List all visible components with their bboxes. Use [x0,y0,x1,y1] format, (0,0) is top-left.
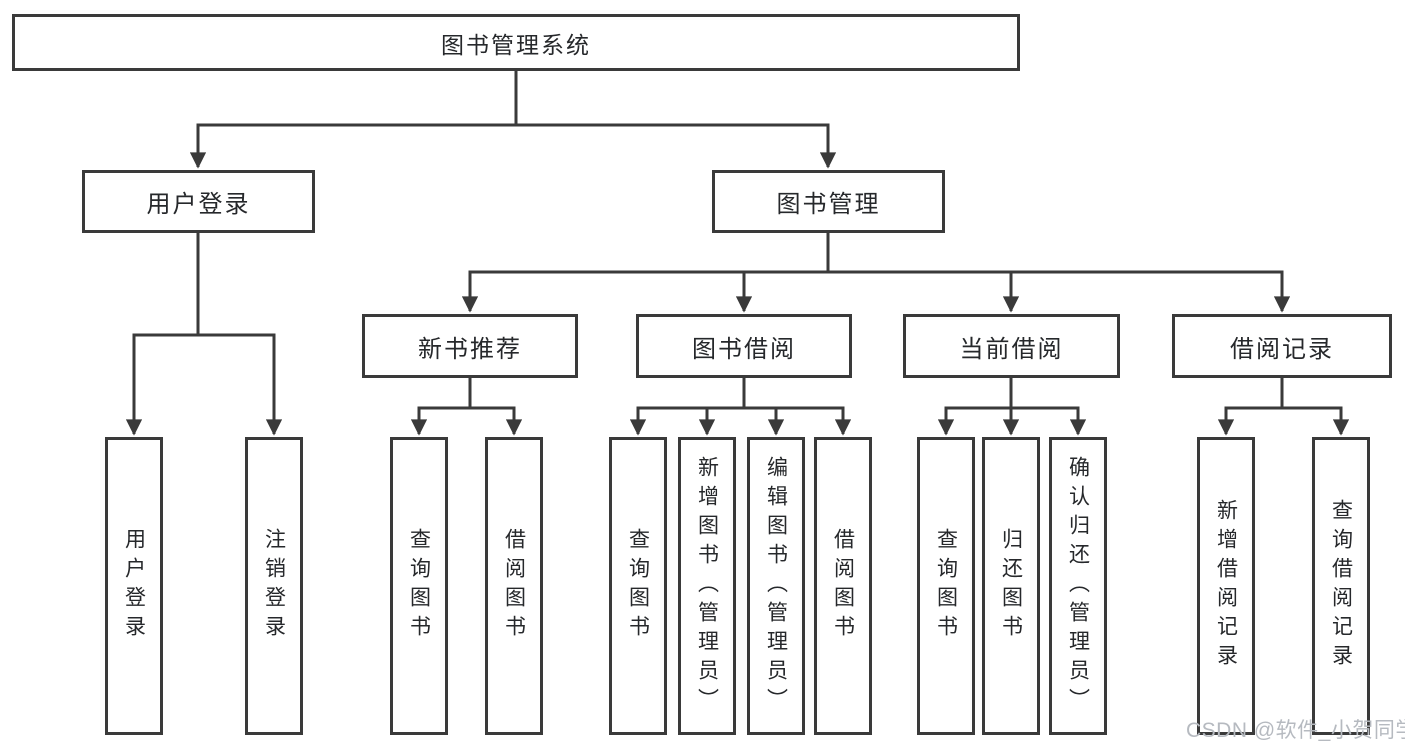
node-label: 借阅记录 [1230,335,1334,363]
leaf-user-login: 用户登录 [105,437,163,735]
node-label: 新书推荐 [418,335,522,363]
leaf-borrow-books-2: 借阅图书 [814,437,872,735]
leaf-label: 查询图书 [407,528,431,644]
leaf-borrow-books: 借阅图书 [485,437,543,735]
node-user-login: 用户登录 [82,170,315,233]
leaf-query-borrow-record: 查询借阅记录 [1312,437,1370,735]
leaf-label: 确认归还（管理员） [1066,455,1090,717]
node-book-borrowing: 图书借阅 [636,314,852,378]
node-label: 图书借阅 [692,335,796,363]
leaf-add-borrow-record: 新增借阅记录 [1197,437,1255,735]
leaf-label: 注销登录 [262,528,286,644]
leaf-label: 查询图书 [934,528,958,644]
leaf-query-books: 查询图书 [390,437,448,735]
leaf-query-books-3: 查询图书 [917,437,975,735]
node-label: 用户登录 [146,191,251,218]
leaf-label: 新增借阅记录 [1214,499,1238,673]
leaf-confirm-return-admin: 确认归还（管理员） [1049,437,1107,735]
node-borrowing-records: 借阅记录 [1172,314,1392,378]
node-label: 当前借阅 [959,335,1064,363]
watermark: CSDN @软件_小贺同学 [1186,719,1405,742]
node-book-management: 图书管理 [712,170,945,233]
node-label: 图书管理 [776,191,881,218]
leaf-label: 借阅图书 [831,528,855,644]
leaf-label: 编辑图书（管理员） [764,455,788,717]
leaf-label: 查询图书 [626,528,650,644]
leaf-label: 借阅图书 [502,528,526,644]
leaf-label: 查询借阅记录 [1329,499,1353,673]
node-label: 图书管理系统 [441,31,591,58]
leaf-label: 用户登录 [122,528,146,644]
leaf-query-books-2: 查询图书 [609,437,667,735]
leaf-edit-book-admin: 编辑图书（管理员） [747,437,805,735]
node-new-book-recommendation: 新书推荐 [362,314,578,378]
node-current-borrowing: 当前借阅 [903,314,1120,378]
leaf-label: 归还图书 [999,528,1023,644]
leaf-return-books: 归还图书 [982,437,1040,735]
leaf-add-book-admin: 新增图书（管理员） [678,437,736,735]
leaf-label: 新增图书（管理员） [695,455,719,717]
node-library-management-system: 图书管理系统 [12,14,1020,71]
leaf-logout: 注销登录 [245,437,303,735]
